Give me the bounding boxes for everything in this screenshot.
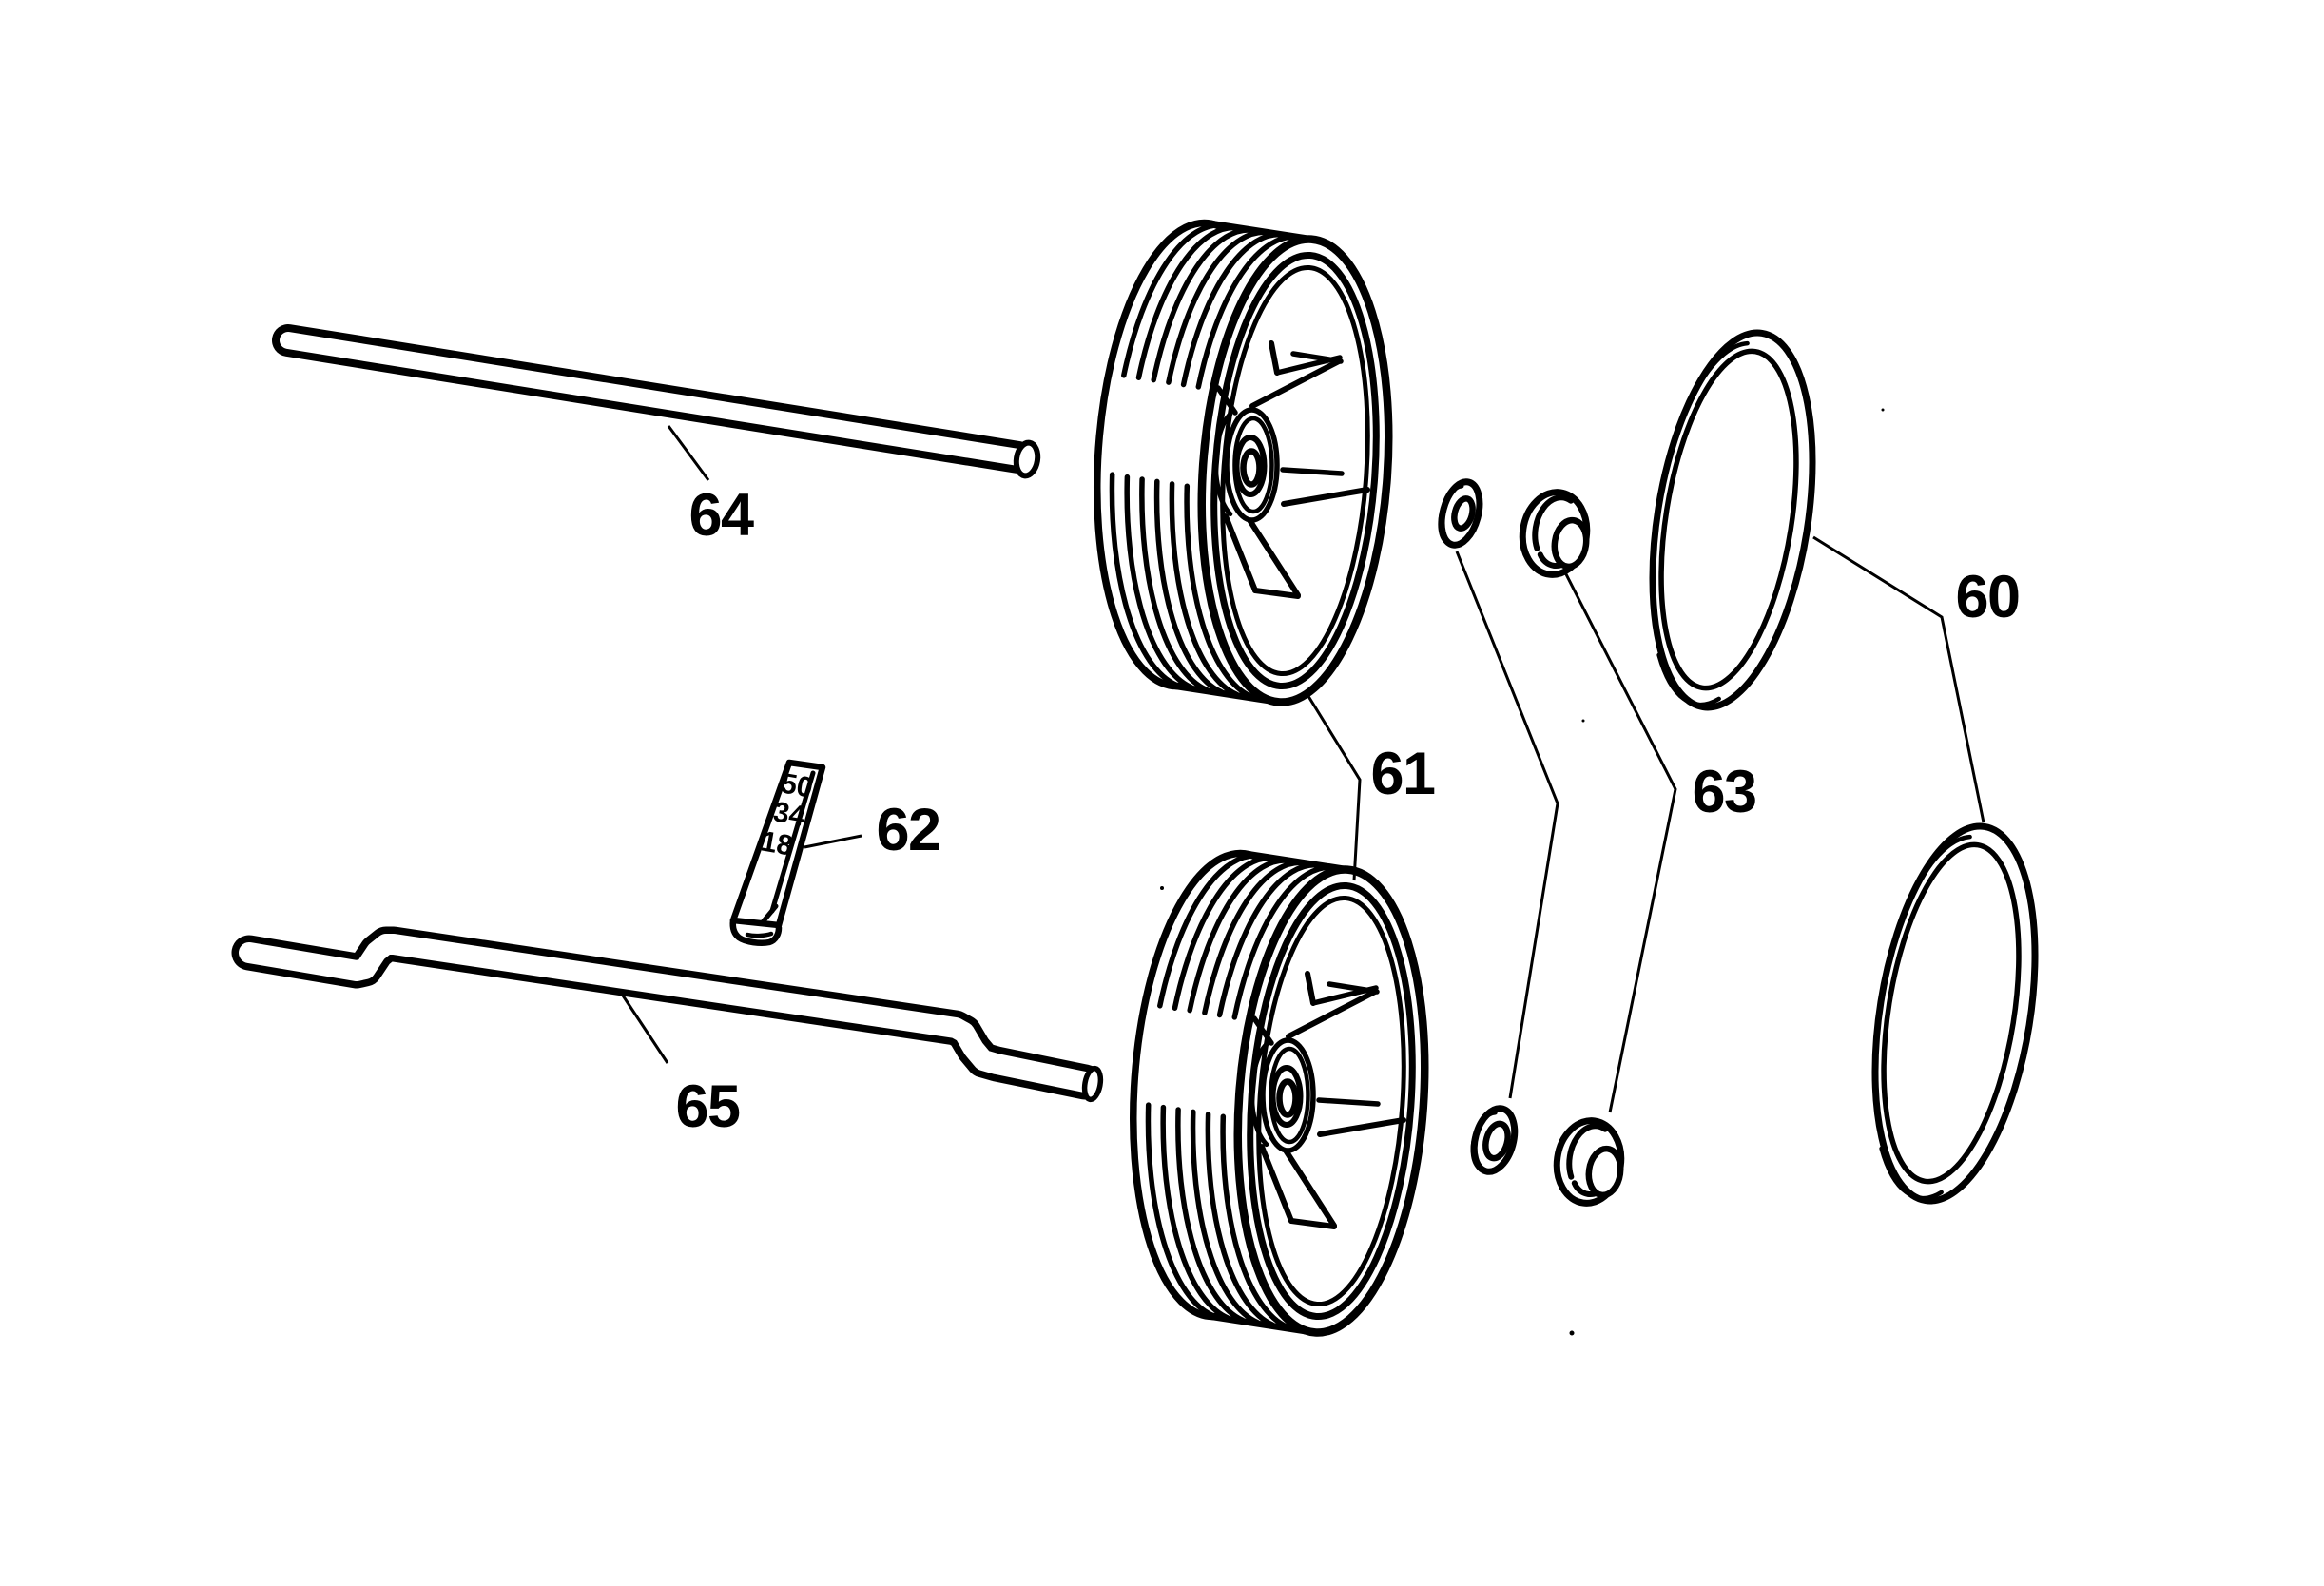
svg-text:65: 65 <box>675 1073 740 1140</box>
svg-text:64: 64 <box>688 482 754 549</box>
svg-text:61: 61 <box>1370 741 1435 807</box>
svg-text:62: 62 <box>876 797 939 863</box>
svg-text:50: 50 <box>779 767 816 803</box>
svg-text:34: 34 <box>771 796 808 832</box>
svg-text:60: 60 <box>1955 564 2019 630</box>
svg-text:18: 18 <box>759 825 796 861</box>
svg-text:63: 63 <box>1692 759 1755 825</box>
